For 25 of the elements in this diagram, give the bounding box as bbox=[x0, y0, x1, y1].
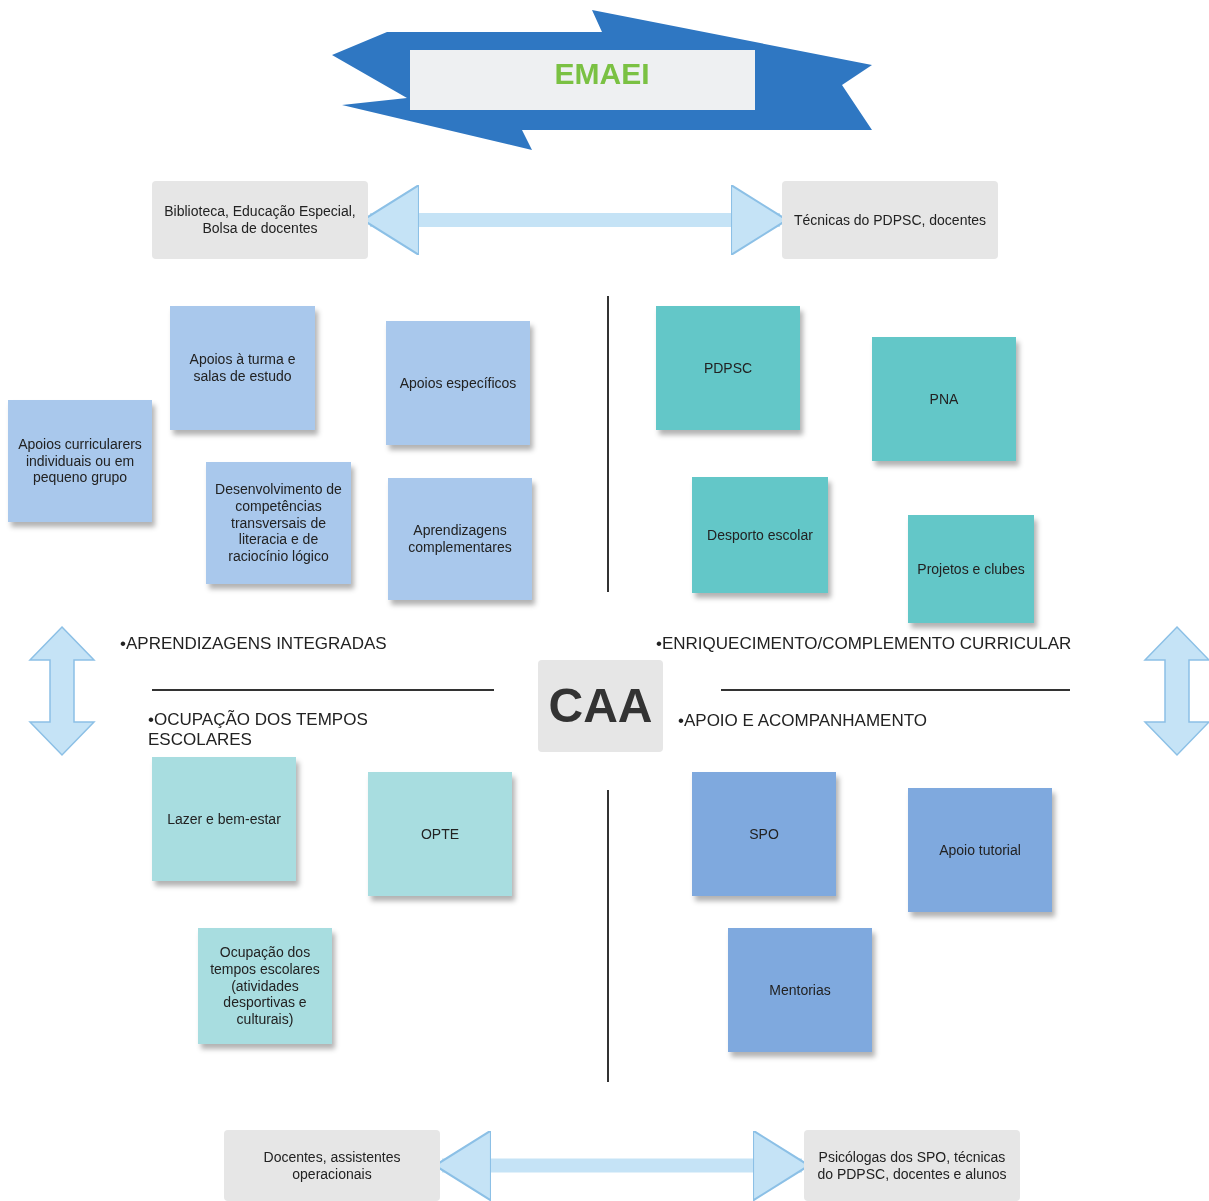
sticky-note: Mentorias bbox=[728, 928, 872, 1052]
center-title: CAA bbox=[538, 660, 663, 752]
banner-title: EMAEI bbox=[554, 56, 650, 92]
info-box: Técnicas do PDPSC, docentes bbox=[782, 181, 998, 259]
sticky-note: Ocupação dos tempos escolares (atividades desportivas e culturais) bbox=[198, 928, 332, 1044]
section-heading: •OCUPAÇÃO DOS TEMPOS ESCOLARES bbox=[148, 710, 448, 756]
sticky-note: Apoios específicos bbox=[386, 321, 530, 445]
sticky-note: OPTE bbox=[368, 772, 512, 896]
sticky-note: Projetos e clubes bbox=[908, 515, 1034, 623]
sticky-note: Apoio tutorial bbox=[908, 788, 1052, 912]
sticky-note: Apoios curricularers individuais ou em pequeno grupo bbox=[8, 400, 152, 522]
sticky-note: Desenvolvimento de competências transversais de literacia e de raciocínio lógico bbox=[206, 462, 351, 584]
info-box: Biblioteca, Educação Especial, Bolsa de docentes bbox=[152, 181, 368, 259]
sticky-note: SPO bbox=[692, 772, 836, 896]
sticky-note: Aprendizagens complementares bbox=[388, 478, 532, 600]
sticky-note: PDPSC bbox=[656, 306, 800, 430]
section-heading: •APRENDIZAGENS INTEGRADAS bbox=[120, 634, 450, 656]
sticky-note: Lazer e bem-estar bbox=[152, 757, 296, 881]
info-box: Psicólogas dos SPO, técnicas do PDPSC, docentes e alunos bbox=[804, 1130, 1020, 1201]
info-box: Docentes, assistentes operacionais bbox=[224, 1130, 440, 1201]
sticky-note: PNA bbox=[872, 337, 1016, 461]
section-heading: •APOIO E ACOMPANHAMENTO bbox=[678, 711, 978, 733]
sticky-note: Desporto escolar bbox=[692, 477, 828, 593]
section-heading: •ENRIQUECIMENTO/COMPLEMENTO CURRICULAR bbox=[656, 634, 1136, 656]
sticky-note: Apoios à turma e salas de estudo bbox=[170, 306, 315, 430]
